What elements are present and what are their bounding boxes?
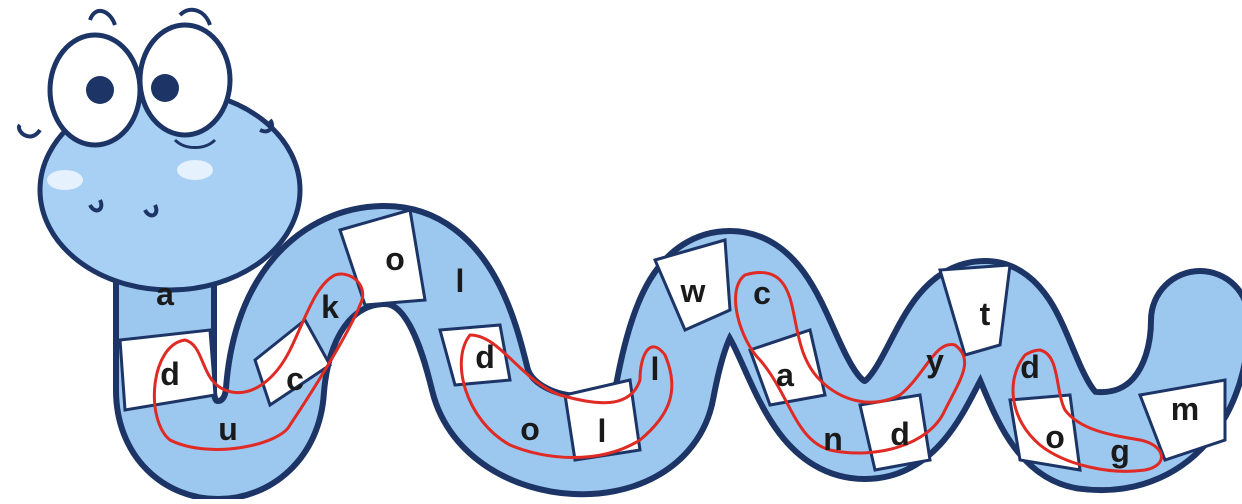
- segment-white: [748, 328, 827, 407]
- circle-doll: [459, 333, 674, 459]
- snake-head: [17, 7, 303, 293]
- letter-g: g: [1110, 433, 1130, 469]
- letter-w: w: [680, 273, 706, 309]
- letter-c: c: [286, 361, 304, 397]
- segment-white: [938, 263, 1012, 357]
- circle-dog: [1011, 348, 1163, 473]
- letter-l: l: [598, 413, 607, 449]
- segment-white: [118, 328, 217, 412]
- letter-d: d: [475, 339, 495, 375]
- letter-k: k: [321, 289, 339, 325]
- letter-u: u: [218, 411, 238, 447]
- letter-d: d: [890, 416, 910, 452]
- segment-white: [253, 317, 332, 408]
- letter-o: o: [1045, 419, 1065, 455]
- red-circles: [152, 271, 1163, 473]
- segment-white: [652, 238, 732, 332]
- letters: a d u c k o l d o l l w c a n d y t d o …: [156, 241, 1199, 469]
- letter-o: o: [520, 411, 540, 447]
- letter-d: d: [1020, 349, 1040, 385]
- letter-c: c: [753, 275, 771, 311]
- segment-white: [1008, 393, 1082, 472]
- letter-t: t: [980, 296, 991, 332]
- circle-candy: [734, 271, 966, 455]
- letter-a: a: [156, 276, 174, 312]
- segment-white: [438, 323, 512, 387]
- letter-o: o: [385, 241, 405, 277]
- letter-d: d: [160, 356, 180, 392]
- letter-y: y: [926, 343, 944, 379]
- letter-a: a: [776, 357, 794, 393]
- letter-n: n: [823, 421, 843, 457]
- segment-white: [1137, 378, 1227, 462]
- letter-l: l: [456, 263, 465, 299]
- circle-duck: [152, 272, 364, 451]
- letter-m: m: [1171, 391, 1199, 427]
- letter-l: l: [651, 351, 660, 387]
